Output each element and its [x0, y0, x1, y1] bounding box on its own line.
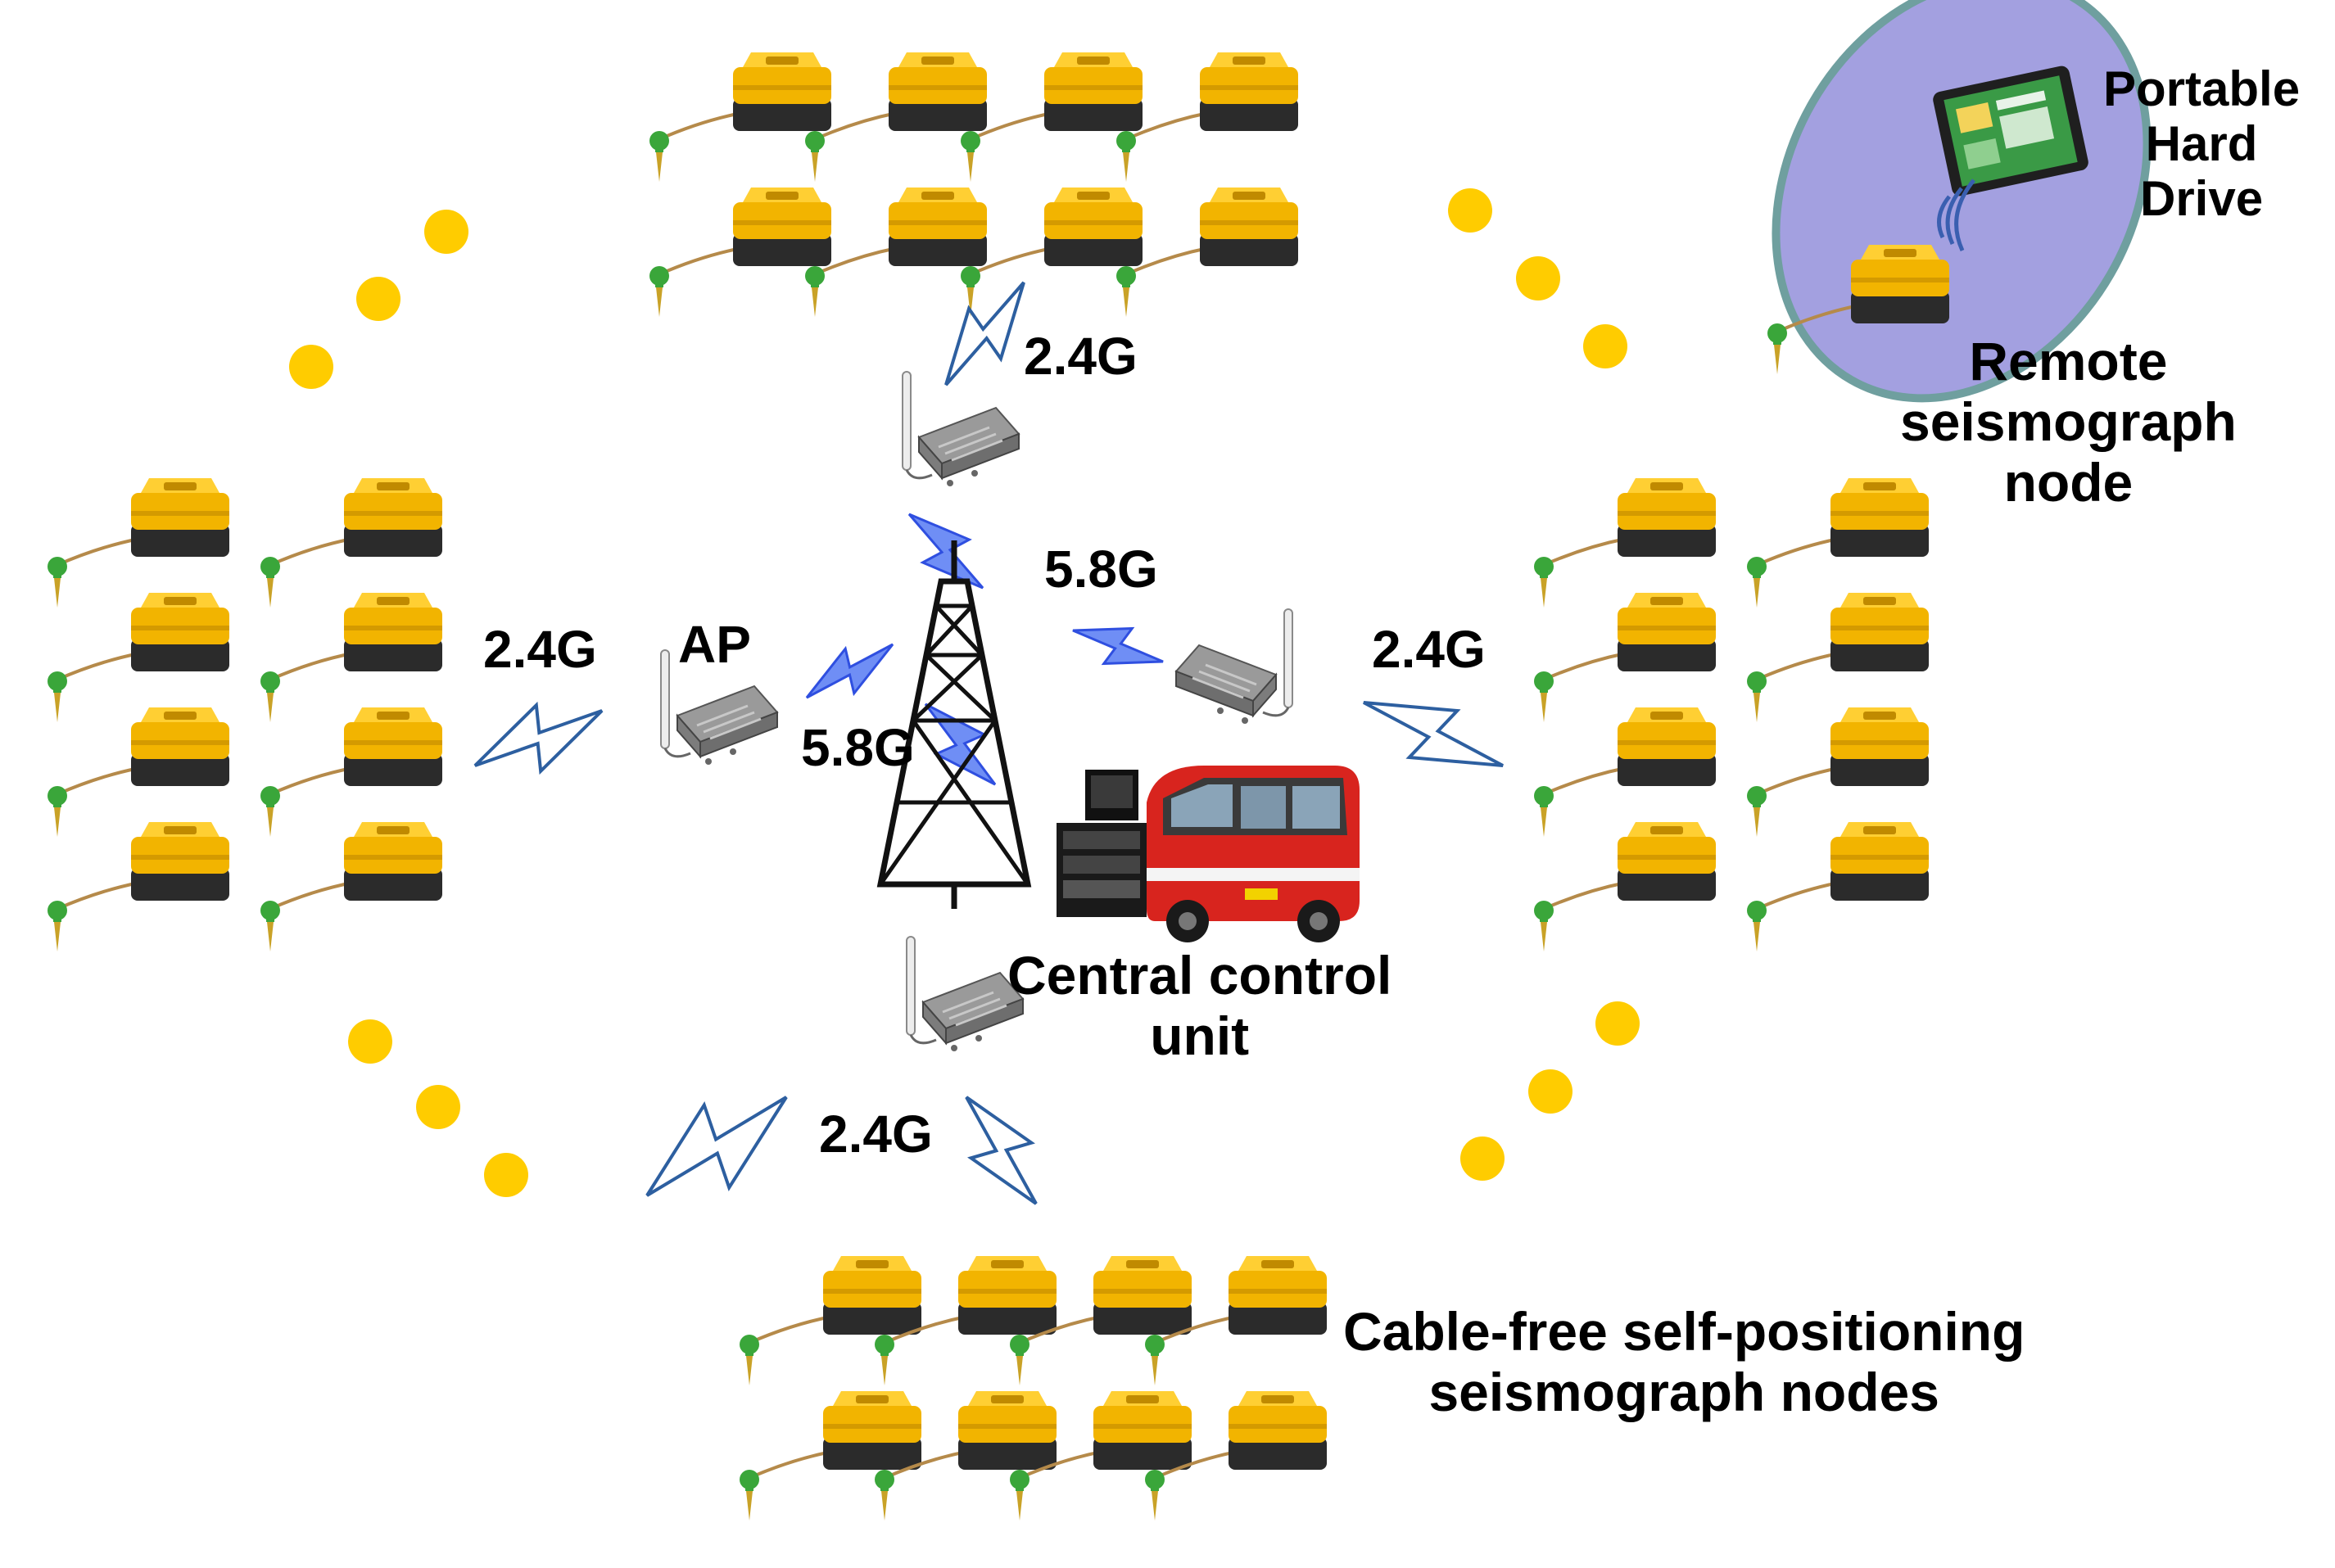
seismograph-node-icon: [1532, 477, 1717, 609]
ellipsis-dot-icon: [424, 210, 468, 254]
seismograph-node-icon: [1532, 591, 1717, 724]
freq-label-left: 2.4G: [483, 620, 597, 679]
backhaul-label-right: 5.8G: [1044, 540, 1158, 599]
seismograph-node-icon: [1115, 51, 1300, 183]
freq-label-right: 2.4G: [1372, 620, 1486, 679]
wireless-bolt-icon: [1072, 626, 1164, 666]
ellipsis-dot-icon: [1528, 1069, 1573, 1114]
access-point-icon: [1174, 608, 1294, 725]
access-point-icon: [901, 370, 1020, 488]
tablet-icon: [1933, 66, 2088, 197]
ellipsis-dot-icon: [1448, 188, 1492, 233]
cable-free-nodes-label: Cable-free self-positioning seismograph …: [1343, 1301, 2025, 1423]
seismograph-node-icon: [259, 477, 444, 609]
remote-node-label: Remote seismograph node: [1900, 331, 2237, 513]
ellipsis-dot-icon: [1595, 1001, 1640, 1046]
seismograph-node-icon: [738, 1254, 923, 1387]
seismograph-node-icon: [259, 820, 444, 953]
cable-free-nodes-line1: Cable-free self-positioning: [1343, 1301, 2025, 1362]
ellipsis-dot-icon: [356, 277, 400, 321]
seismograph-node-icon: [1745, 820, 1930, 953]
central-control-line2: unit: [1150, 1005, 1250, 1066]
seismograph-node-icon: [959, 186, 1144, 319]
wireless-bolt-icon: [965, 1096, 1038, 1205]
remote-node-line2: seismograph: [1900, 391, 2237, 452]
remote-node-line3: node: [2003, 451, 2134, 513]
ellipsis-dot-icon: [1460, 1136, 1505, 1181]
seismograph-node-icon: [648, 51, 833, 183]
seismograph-node-icon: [1115, 186, 1300, 319]
ap-label: AP: [678, 615, 751, 674]
wireless-bolt-icon: [944, 281, 1025, 386]
seismograph-node-icon: [46, 591, 231, 724]
wireless-bolt-icon: [907, 513, 984, 590]
wireless-bolt-icon: [805, 643, 894, 699]
seismograph-node-icon: [959, 51, 1144, 183]
wireless-bolt-icon: [645, 1096, 788, 1197]
access-point-icon: [905, 935, 1025, 1053]
wireless-bolt-icon: [473, 701, 604, 775]
seismograph-node-icon: [1532, 706, 1717, 838]
cable-free-nodes-line2: seismograph nodes: [1428, 1361, 1939, 1422]
seismograph-node-icon: [46, 820, 231, 953]
ellipsis-dot-icon: [416, 1085, 460, 1129]
seismograph-node-icon: [803, 51, 989, 183]
ellipsis-dot-icon: [1516, 256, 1560, 300]
portable-drive-line1: Portable: [2103, 61, 2301, 116]
server-rack-icon: [1057, 770, 1147, 917]
wireless-links: [473, 281, 1504, 1205]
seismograph-node-icon: [46, 706, 231, 838]
wireless-waves-icon: [1937, 178, 1975, 252]
ellipsis-dots: [289, 188, 1640, 1197]
portable-drive-line3: Drive: [2139, 171, 2264, 227]
seismograph-node-icon: [803, 186, 989, 319]
seismograph-node-icon: [46, 477, 231, 609]
seismograph-node-icon: [1745, 706, 1930, 838]
seismograph-node-icon: [738, 1390, 923, 1522]
seismograph-node-icon: [259, 706, 444, 838]
seismograph-node-icon: [1745, 591, 1930, 724]
central-control-label: Central control unit: [1007, 945, 1392, 1067]
ellipsis-dot-icon: [348, 1019, 392, 1064]
backhaul-label-left: 5.8G: [801, 718, 915, 777]
portable-drive-line2: Hard: [2145, 116, 2258, 172]
seismograph-node-icon: [259, 591, 444, 724]
ellipsis-dot-icon: [289, 345, 333, 389]
portable-drive-label: Portable Hard Drive: [2103, 61, 2300, 227]
freq-label-bottom: 2.4G: [819, 1105, 933, 1164]
seismograph-node-icon: [648, 186, 833, 319]
ellipsis-dot-icon: [484, 1153, 528, 1197]
seismograph-node-icon: [1532, 820, 1717, 953]
freq-label-top: 2.4G: [1024, 327, 1138, 386]
wireless-bolt-icon: [1363, 701, 1504, 767]
bus-icon: [1147, 766, 1360, 942]
ellipsis-dot-icon: [1583, 324, 1627, 368]
remote-node-line1: Remote: [1969, 331, 2168, 391]
central-control-line1: Central control: [1007, 945, 1392, 1005]
